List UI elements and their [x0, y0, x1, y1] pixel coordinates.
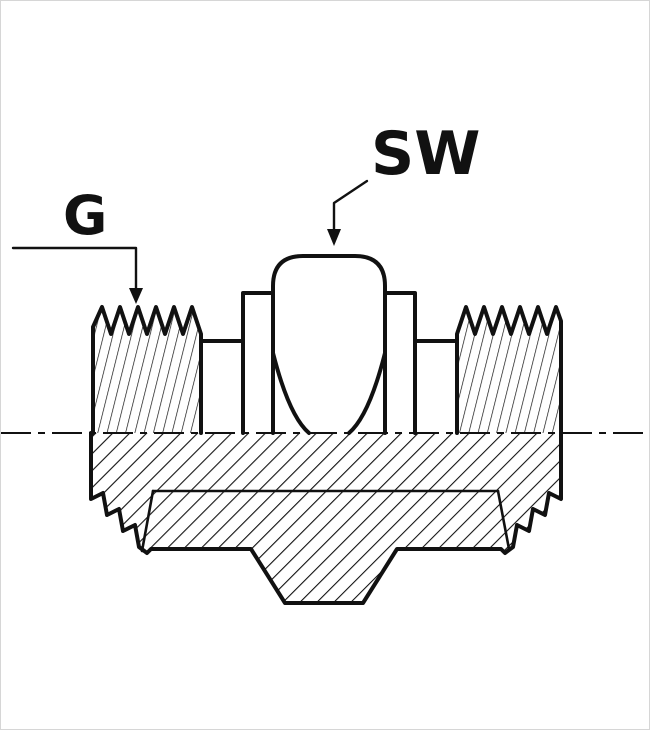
section-hatch-fill — [91, 433, 561, 603]
sw-label-group: SW — [327, 119, 480, 246]
right-thread-outline — [455, 305, 563, 435]
right-threaded-end — [455, 305, 563, 435]
hex-left-face-outline — [241, 291, 275, 435]
g-leader-line — [11, 246, 138, 293]
g-arrow-down-icon — [129, 288, 143, 304]
hex-chamfer-arc-right — [347, 351, 387, 435]
g-label: G — [63, 184, 107, 247]
hex-section — [199, 254, 459, 435]
hex-right-face-fill — [385, 293, 415, 433]
g-label-group: G — [11, 184, 143, 304]
sectioned-body — [89, 431, 563, 605]
section-outline — [89, 431, 563, 605]
hex-center-face-fill — [273, 256, 385, 433]
bore-side-left — [140, 489, 155, 553]
bore-side-right — [496, 489, 511, 551]
left-thread-hatch — [93, 307, 201, 433]
sw-leader-line — [332, 179, 369, 233]
hex-chamfer-arc-left — [271, 351, 311, 435]
hex-left-face-fill — [243, 293, 273, 433]
hex-right-face-outline — [383, 291, 417, 435]
right-thread-hatch — [457, 307, 561, 433]
left-thread-outline — [91, 305, 203, 435]
left-threaded-end — [91, 305, 203, 435]
sw-label: SW — [371, 119, 480, 189]
hex-center-face-outline — [271, 254, 387, 435]
sw-arrow-down-icon — [327, 229, 341, 246]
